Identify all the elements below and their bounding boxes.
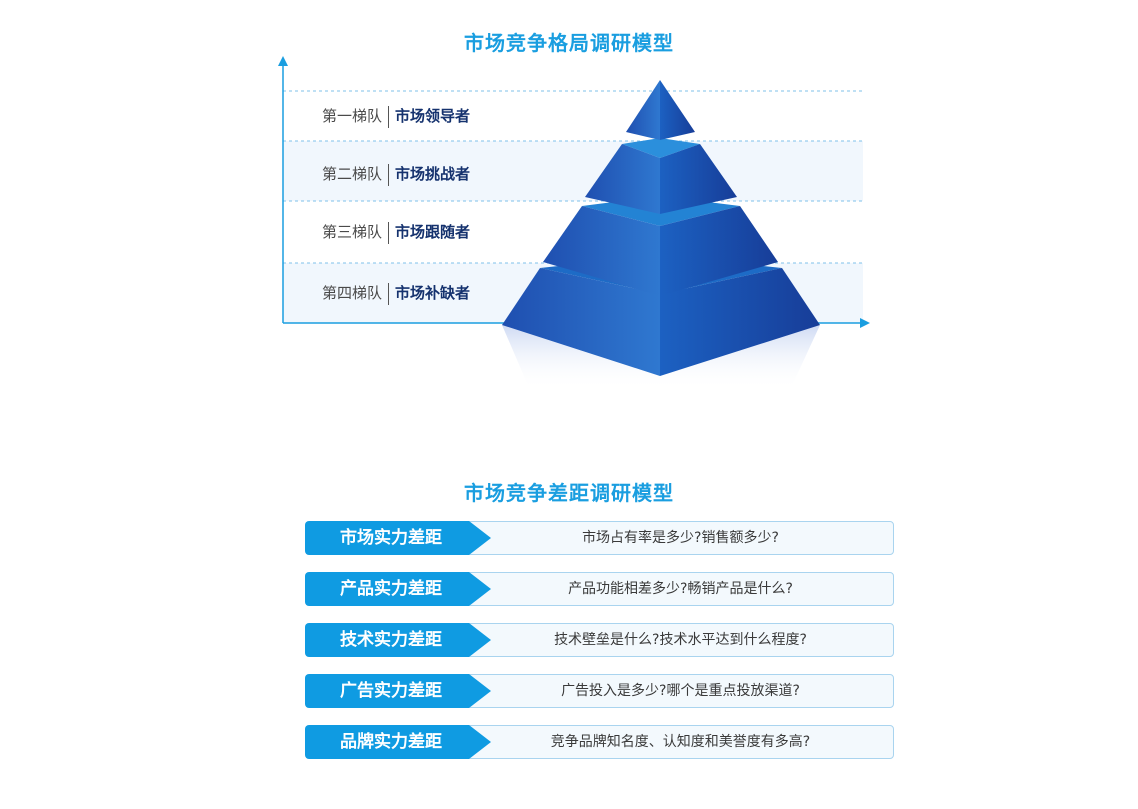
tier-label-4: 第四梯队市场补缺者 bbox=[322, 281, 470, 305]
x-axis-arrow bbox=[860, 318, 870, 328]
pyramid-diagram bbox=[278, 56, 870, 390]
gap-label: 广告实力差距 bbox=[340, 681, 442, 701]
tier-role: 市场领导者 bbox=[395, 107, 471, 125]
tier-role: 市场跟随者 bbox=[395, 223, 471, 241]
tier-separator bbox=[388, 163, 390, 186]
gap-row-product: 产品功能相差多少?畅销产品是什么? 产品实力差距 bbox=[305, 572, 894, 606]
pyramid-tier-2 bbox=[585, 138, 737, 214]
gap-label-tag: 产品实力差距 bbox=[305, 572, 491, 606]
gap-label: 技术实力差距 bbox=[340, 630, 442, 650]
gap-question: 竞争品牌知名度、认知度和美誉度有多高? bbox=[445, 725, 894, 759]
tier-band-2 bbox=[283, 141, 863, 201]
gap-label: 产品实力差距 bbox=[340, 579, 442, 599]
tier-label-3: 第三梯队市场跟随者 bbox=[322, 220, 470, 244]
gap-label-tag: 技术实力差距 bbox=[305, 623, 491, 657]
tier-rank: 第三梯队 bbox=[322, 223, 383, 241]
tier-separator bbox=[388, 221, 390, 244]
tier-role: 市场补缺者 bbox=[395, 284, 471, 302]
pyramid-tier-1 bbox=[626, 80, 695, 140]
gap-row-technology: 技术壁垒是什么?技术水平达到什么程度? 技术实力差距 bbox=[305, 623, 894, 657]
tier-label-1: 第一梯队市场领导者 bbox=[322, 104, 470, 128]
y-axis-arrow bbox=[278, 56, 288, 66]
tier-label-2: 第二梯队市场挑战者 bbox=[322, 162, 470, 186]
gap-label-tag: 广告实力差距 bbox=[305, 674, 491, 708]
gap-row-brand: 竞争品牌知名度、认知度和美誉度有多高? 品牌实力差距 bbox=[305, 725, 894, 759]
gap-label: 市场实力差距 bbox=[340, 528, 442, 548]
gap-question: 技术壁垒是什么?技术水平达到什么程度? bbox=[445, 623, 894, 657]
gap-row-advertising: 广告投入是多少?哪个是重点投放渠道? 广告实力差距 bbox=[305, 674, 894, 708]
tier-rank: 第一梯队 bbox=[322, 107, 383, 125]
gap-row-market: 市场占有率是多少?销售额多少? 市场实力差距 bbox=[305, 521, 894, 555]
gap-title: 市场竞争差距调研模型 bbox=[464, 481, 674, 505]
gap-question: 产品功能相差多少?畅销产品是什么? bbox=[445, 572, 894, 606]
gap-label-tag: 品牌实力差距 bbox=[305, 725, 491, 759]
tier-separator bbox=[388, 105, 390, 128]
pyramid-title: 市场竞争格局调研模型 bbox=[464, 31, 674, 55]
tier-rank: 第二梯队 bbox=[322, 165, 383, 183]
gap-label-tag: 市场实力差距 bbox=[305, 521, 491, 555]
gap-label: 品牌实力差距 bbox=[340, 732, 442, 752]
tier-separator bbox=[388, 282, 390, 305]
tier-rank: 第四梯队 bbox=[322, 284, 383, 302]
tier-role: 市场挑战者 bbox=[395, 165, 471, 183]
gap-question: 广告投入是多少?哪个是重点投放渠道? bbox=[445, 674, 894, 708]
gap-question: 市场占有率是多少?销售额多少? bbox=[445, 521, 894, 555]
